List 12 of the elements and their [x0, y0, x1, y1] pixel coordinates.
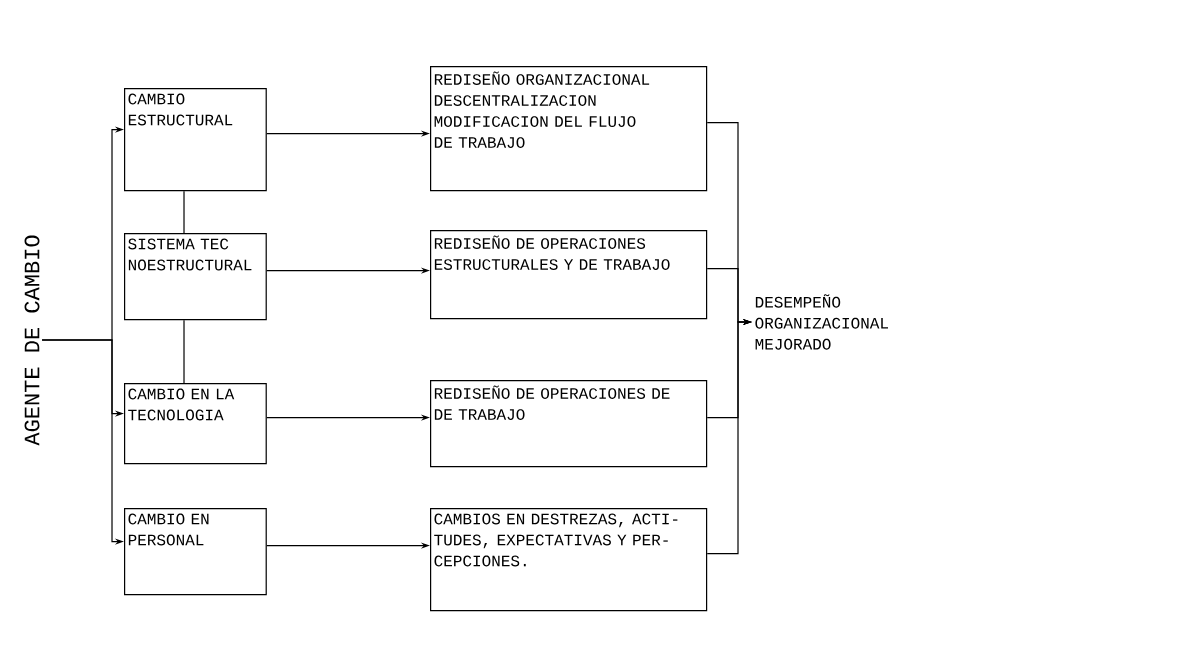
process-box: REDISEÑO DE OPERACIONES ESTRUCTURALES Y DE TRABAJO	[430, 230, 708, 320]
process-box: CAMBIO ESTRUCTURAL	[124, 88, 267, 192]
process-box: CAMBIO EN PERSONAL	[124, 508, 267, 596]
process-box: REDISEÑO ORGANIZACIONAL DESCENTRALIZACION MODIFICACION DEL FLUJO DE TRABAJO	[430, 66, 708, 192]
process-box: SISTEMA TEC NOESTRUCTURAL	[124, 233, 267, 321]
connector-line	[183, 319, 185, 384]
process-box: REDISEÑO DE OPERACIONES DE DE TRABAJO	[430, 380, 708, 468]
vertical-label: AGENTE DE CAMBIO	[24, 235, 40, 446]
result-text: DESEMPEÑO ORGANIZACIONAL MEJORADO	[755, 294, 888, 350]
process-box: CAMBIO EN LA TECNOLOGIA	[124, 383, 267, 465]
connector-line	[183, 190, 185, 234]
process-box: CAMBIOS EN DESTREZAS, ACTI- TUDES, EXPECTATIVAS Y PER- CEPCIONES.	[430, 508, 708, 612]
